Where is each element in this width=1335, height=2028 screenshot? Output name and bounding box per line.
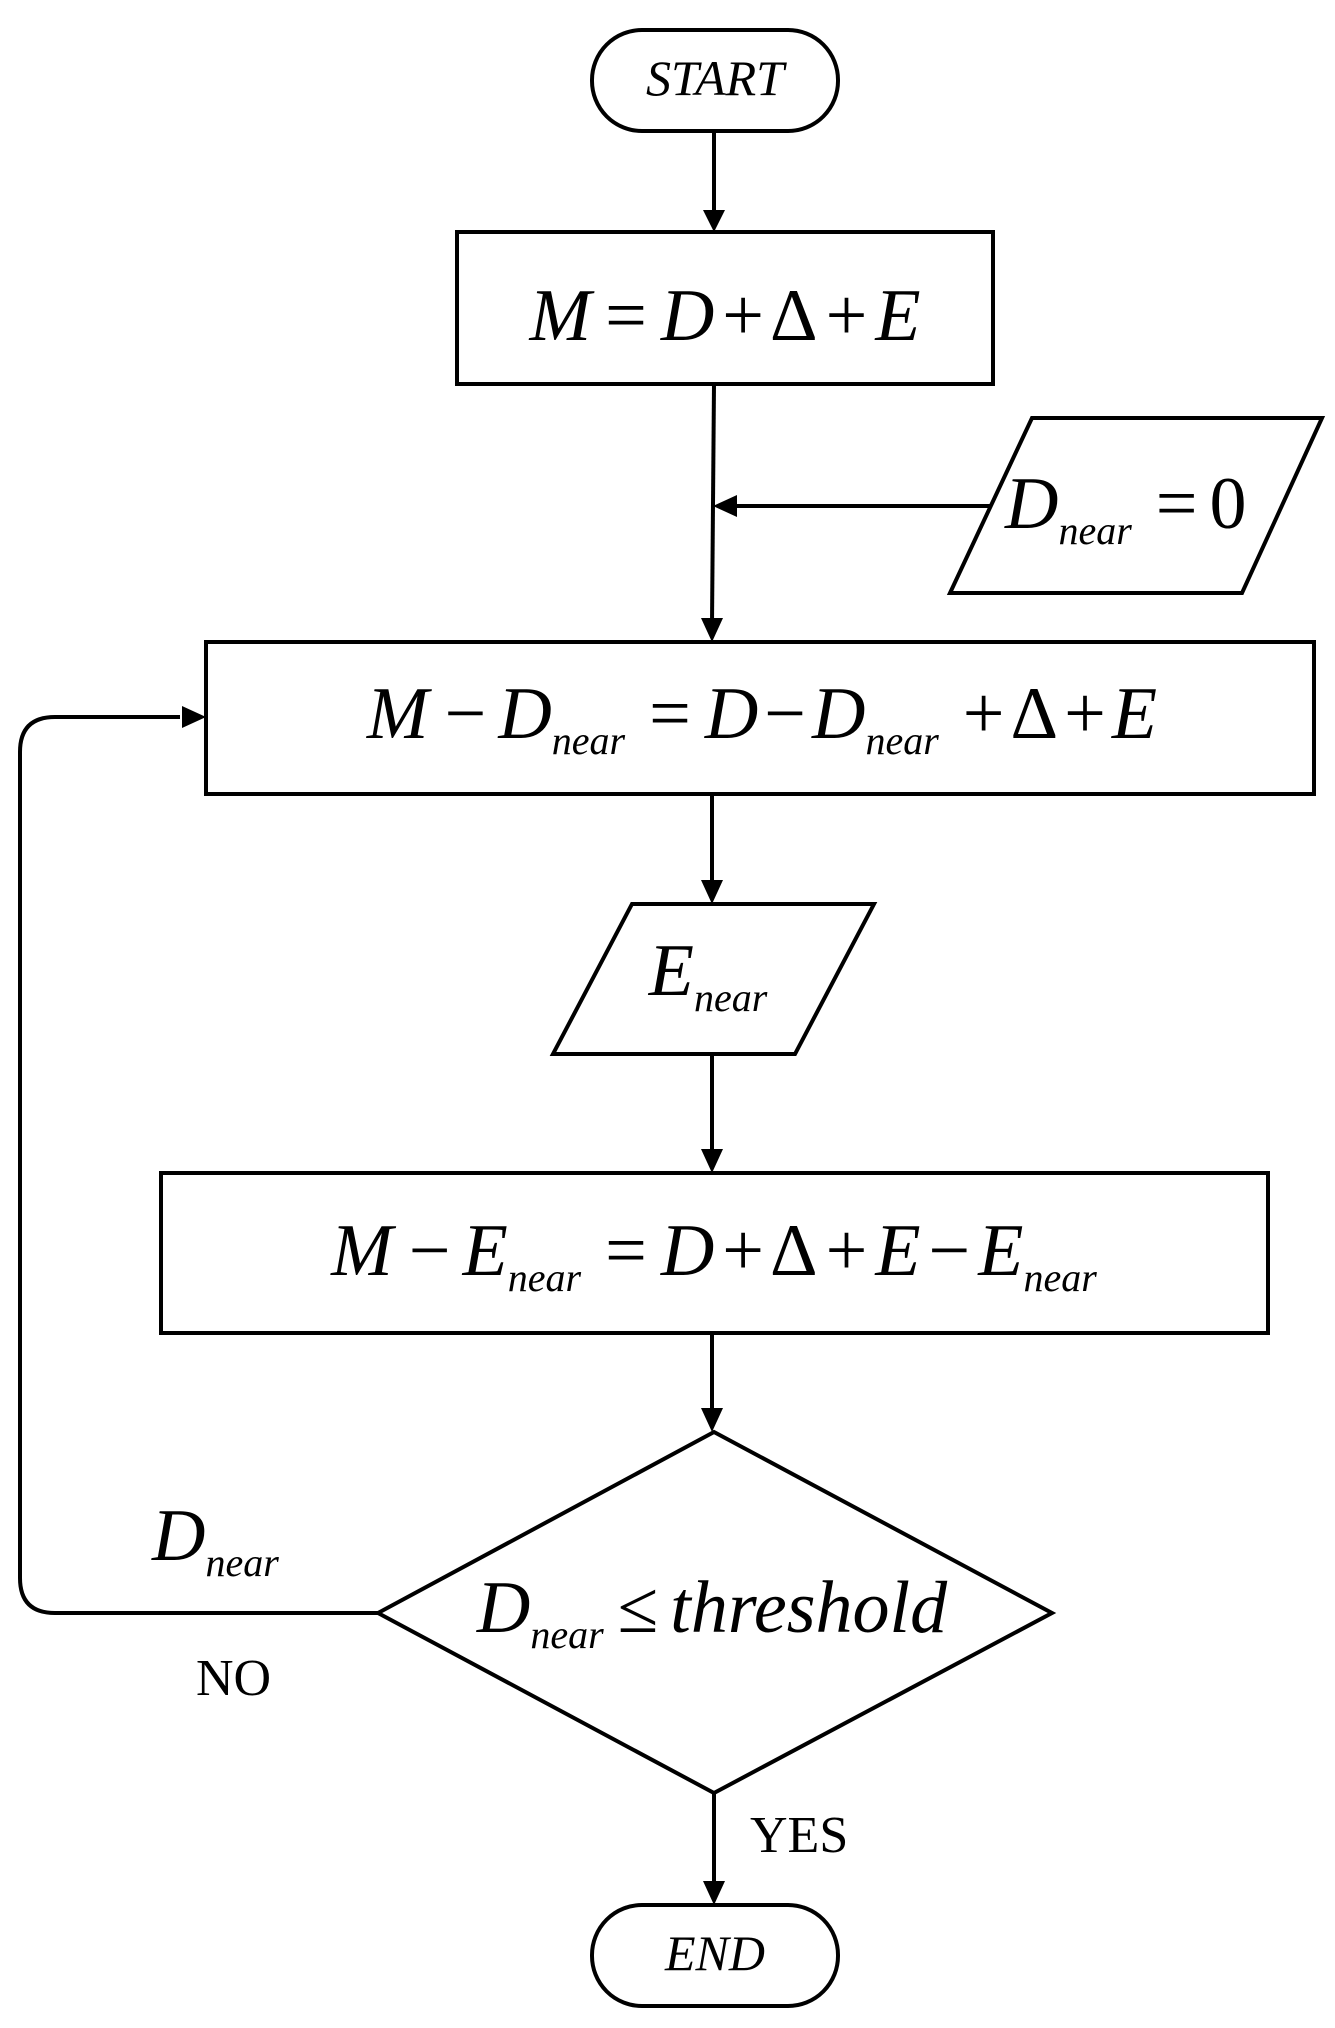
branch-yes-label: YES	[750, 1807, 848, 1864]
process-box-2	[204, 640, 1316, 796]
loop-label-dnear: Dnear	[151, 1495, 279, 1585]
equation-remove-dnear: M−Dnear=D−Dnear+Δ+E	[366, 673, 1157, 763]
arrow-head	[703, 210, 725, 232]
process-box-3	[159, 1171, 1270, 1335]
end-label: END	[664, 1925, 765, 1981]
equation-dnear-zero: Dnear=0	[1004, 463, 1247, 553]
arrow-head	[703, 1881, 725, 1905]
output-enear	[549, 902, 878, 1056]
connector-process1-to-process2	[710, 383, 716, 625]
process-box-1	[455, 230, 995, 386]
equation-remove-enear: M−Enear=D+Δ+E−Enear	[330, 1210, 1097, 1300]
branch-no-label: NO	[196, 1650, 271, 1707]
decision-condition: Dnear≤threshold	[476, 1567, 948, 1657]
arrow-head	[701, 1149, 723, 1173]
equation-measurement: M=D+Δ+E	[528, 275, 920, 357]
input-dnear-zero	[946, 416, 1326, 595]
arrow-head	[182, 706, 206, 728]
connector-loop-back-no	[18, 715, 378, 1615]
arrow-head	[713, 495, 737, 517]
label-enear: Enear	[648, 930, 768, 1020]
end-terminal	[590, 1903, 840, 2008]
arrow-head	[701, 880, 723, 904]
start-label: START	[646, 50, 787, 106]
arrow-head	[701, 1408, 723, 1432]
arrow-head	[701, 618, 723, 642]
